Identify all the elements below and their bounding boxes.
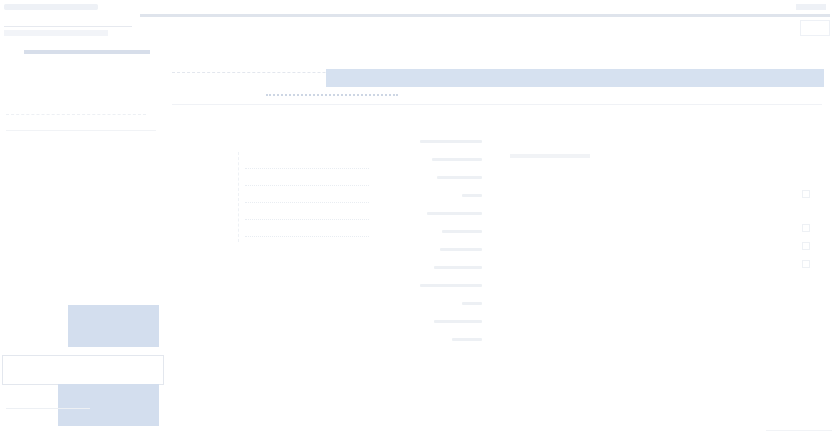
logo-title-underline <box>4 16 132 27</box>
logo-subline <box>4 30 108 36</box>
value-bar <box>452 338 482 341</box>
detail-column <box>510 150 810 330</box>
value-bar <box>420 284 482 287</box>
sidebar-header-rule <box>24 50 150 54</box>
tree-item[interactable] <box>245 175 369 186</box>
sidebar-item[interactable] <box>6 120 156 131</box>
sidebar-panel-highlight[interactable] <box>58 384 159 426</box>
sidebar-footer <box>6 408 90 429</box>
sidebar <box>0 40 166 434</box>
tree-item[interactable] <box>245 226 369 237</box>
logo-line <box>4 4 98 10</box>
tree-item[interactable] <box>245 209 369 220</box>
table-footer <box>766 430 832 434</box>
value-bar <box>437 176 482 179</box>
detail-checkbox[interactable] <box>802 224 810 232</box>
detail-checkbox[interactable] <box>802 242 810 250</box>
value-bar <box>420 140 482 143</box>
top-bar <box>0 0 832 40</box>
sidebar-panel-highlight[interactable] <box>68 305 159 347</box>
main-header <box>172 44 826 105</box>
breadcrumb[interactable] <box>266 84 398 96</box>
value-bar <box>440 248 482 251</box>
window-control[interactable] <box>800 20 830 36</box>
sidebar-item[interactable] <box>6 98 146 115</box>
app-logo[interactable] <box>4 4 134 38</box>
value-bar <box>462 194 482 197</box>
detail-label <box>510 154 590 158</box>
tree-item[interactable] <box>245 158 369 169</box>
value-bar <box>434 266 482 269</box>
content-table <box>220 130 832 431</box>
header-rule <box>140 14 830 17</box>
account-menu[interactable] <box>796 4 826 10</box>
toolbar-band[interactable] <box>326 69 824 87</box>
tree-list <box>238 152 369 242</box>
header-divider <box>172 104 822 105</box>
value-bar <box>462 302 482 305</box>
table-header <box>240 130 620 136</box>
value-bar <box>434 320 482 323</box>
value-bar <box>442 230 482 233</box>
value-bar <box>427 212 482 215</box>
sidebar-input-box[interactable] <box>2 355 164 385</box>
tree-item[interactable] <box>245 192 369 203</box>
detail-checkbox[interactable] <box>802 260 810 268</box>
detail-checkbox[interactable] <box>802 190 810 198</box>
value-bar <box>432 158 482 161</box>
